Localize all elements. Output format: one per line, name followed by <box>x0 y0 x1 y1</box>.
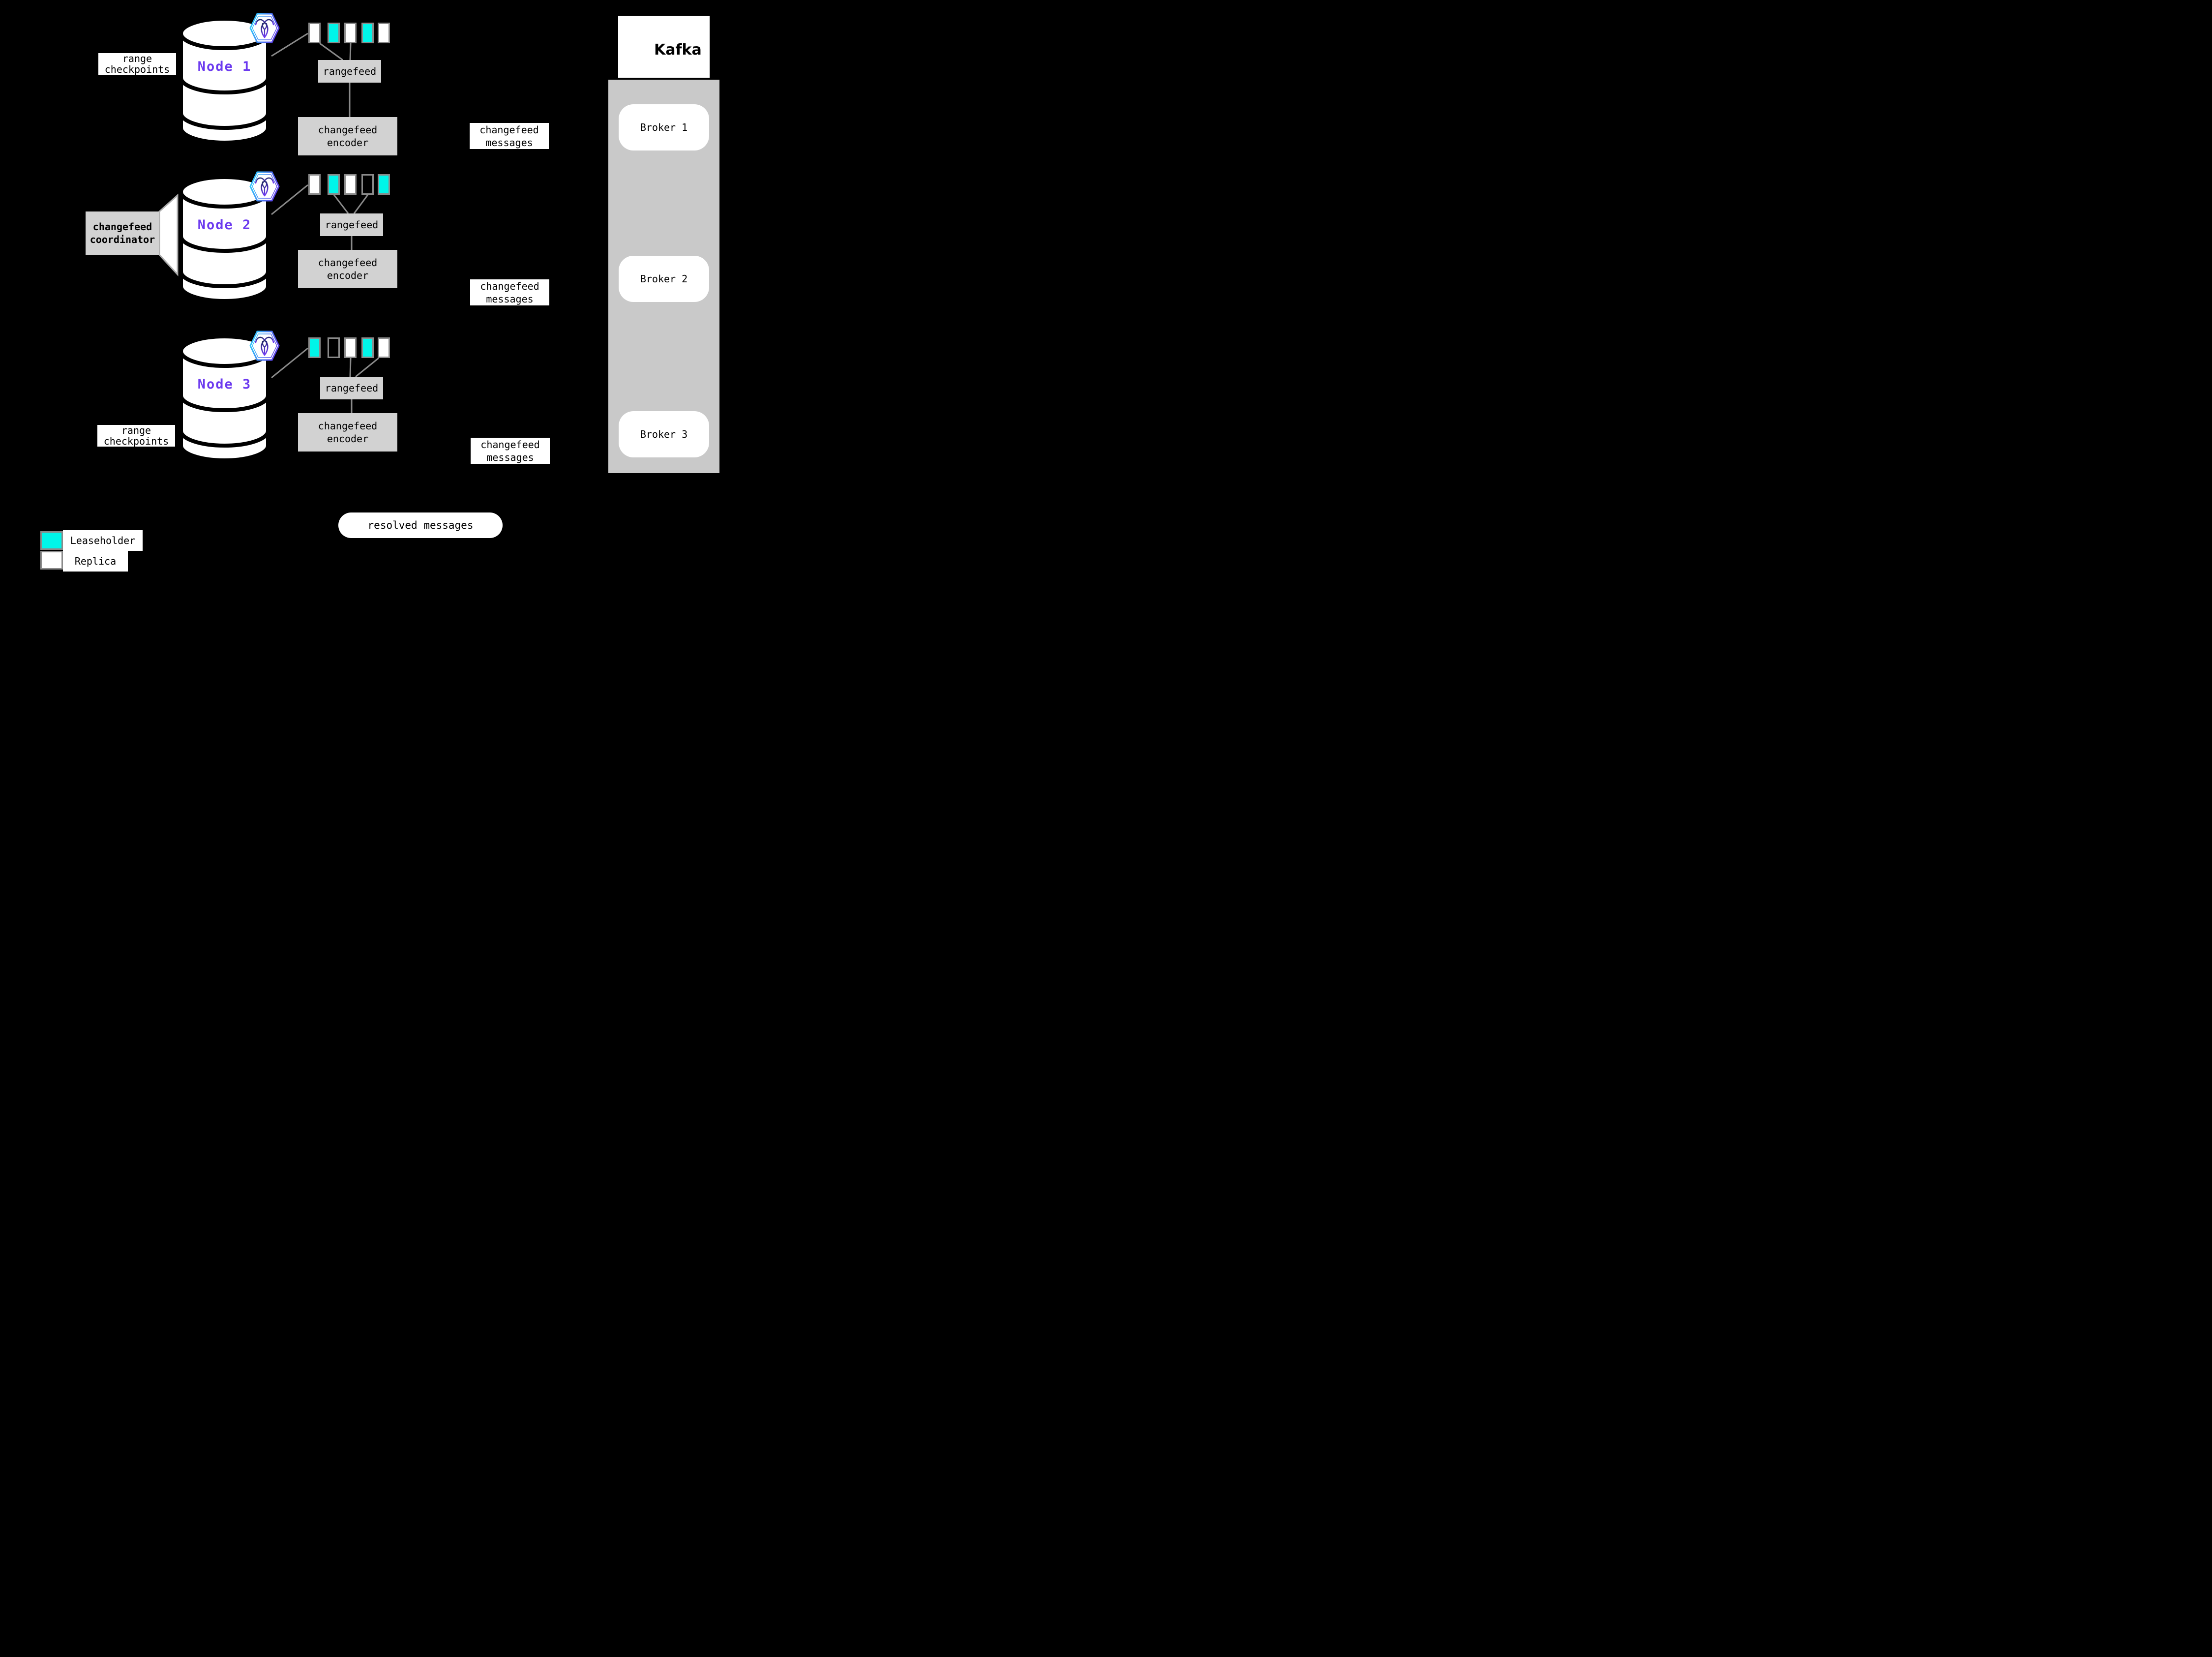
changefeed-encoder-box-1: changefeed encoder <box>298 117 397 155</box>
checkpoints-line1: range <box>121 424 151 436</box>
changefeed-messages-label-3: changefeed messages <box>471 438 550 464</box>
node-1-label: Node 1 <box>197 59 252 74</box>
range-square <box>308 174 321 195</box>
node-3-label: Node 3 <box>197 377 252 392</box>
encoder-line1: changefeed <box>318 257 378 269</box>
range-square <box>361 337 374 358</box>
range-square <box>361 23 374 43</box>
messages-line1: changefeed <box>479 123 539 136</box>
changefeed-encoder-box-2: changefeed encoder <box>298 250 397 288</box>
range-square <box>328 337 340 358</box>
rangefeed-label: rangefeed <box>325 219 379 231</box>
messages-line1: changefeed <box>480 280 539 292</box>
range-square <box>308 337 321 358</box>
kafka-brand: Kafka <box>654 41 702 59</box>
range-square <box>378 23 390 43</box>
checkpoints-line2: checkpoints <box>103 435 169 447</box>
range-square <box>308 23 321 43</box>
messages-line2: messages <box>486 293 534 305</box>
legend-label-text: Leaseholder <box>70 535 136 546</box>
cockroachdb-logo-icon <box>249 331 280 361</box>
range-square <box>328 174 340 195</box>
rangefeed-box-3: rangefeed <box>320 377 383 399</box>
broker-2-label: Broker 2 <box>640 273 688 285</box>
connector-lines <box>271 32 379 413</box>
checkpoints-line2: checkpoints <box>104 63 170 75</box>
encoder-line2: encoder <box>327 433 369 445</box>
broker-2: Broker 2 <box>619 256 709 302</box>
kafka-logo-card <box>618 16 710 78</box>
checkpoints-line1: range <box>122 53 152 64</box>
legend-label-text: Replica <box>74 555 117 567</box>
range-checkpoints-label-bottom: range checkpoints <box>97 425 175 447</box>
node-2-label: Node 2 <box>197 217 252 233</box>
range-square <box>361 174 374 195</box>
range-square <box>378 174 390 195</box>
encoder-line2: encoder <box>327 270 369 281</box>
legend-leaseholder-swatch <box>40 531 63 550</box>
resolved-messages-label: resolved messages <box>367 519 474 531</box>
range-square <box>328 23 340 43</box>
coordinator-line2: coordinator <box>90 234 155 245</box>
encoder-line2: encoder <box>327 137 369 149</box>
changefeed-messages-label-1: changefeed messages <box>470 123 549 149</box>
changefeed-coordinator-box: changefeed coordinator <box>86 211 159 255</box>
range-square <box>344 23 357 43</box>
range-checkpoints-label-top: range checkpoints <box>98 53 176 75</box>
changefeed-encoder-box-3: changefeed encoder <box>298 413 397 452</box>
legend-replica-label: Replica <box>63 551 128 572</box>
coordinator-flag-shape <box>158 193 179 276</box>
range-square <box>378 337 390 358</box>
legend-replica-swatch <box>40 551 63 570</box>
rangefeed-box-1: rangefeed <box>318 60 381 83</box>
range-square <box>344 337 357 358</box>
broker-3-label: Broker 3 <box>640 428 688 440</box>
broker-1: Broker 1 <box>619 104 709 151</box>
legend-leaseholder-label: Leaseholder <box>63 530 143 551</box>
encoder-line1: changefeed <box>318 124 378 136</box>
rangefeed-label: rangefeed <box>323 65 377 77</box>
range-square <box>344 174 357 195</box>
changefeed-messages-label-2: changefeed messages <box>470 279 549 305</box>
encoder-line1: changefeed <box>318 420 378 432</box>
cockroachdb-logo-icon <box>249 13 280 43</box>
messages-line1: changefeed <box>480 438 540 451</box>
rangefeed-box-2: rangefeed <box>320 213 383 236</box>
cockroachdb-logo-icon <box>249 171 280 202</box>
resolved-messages-pill: resolved messages <box>338 512 503 538</box>
messages-line2: messages <box>485 136 533 149</box>
broker-3: Broker 3 <box>619 411 709 457</box>
rangefeed-label: rangefeed <box>325 382 379 394</box>
coordinator-line1: changefeed <box>92 221 152 233</box>
broker-1-label: Broker 1 <box>640 121 688 133</box>
messages-line2: messages <box>486 451 534 463</box>
